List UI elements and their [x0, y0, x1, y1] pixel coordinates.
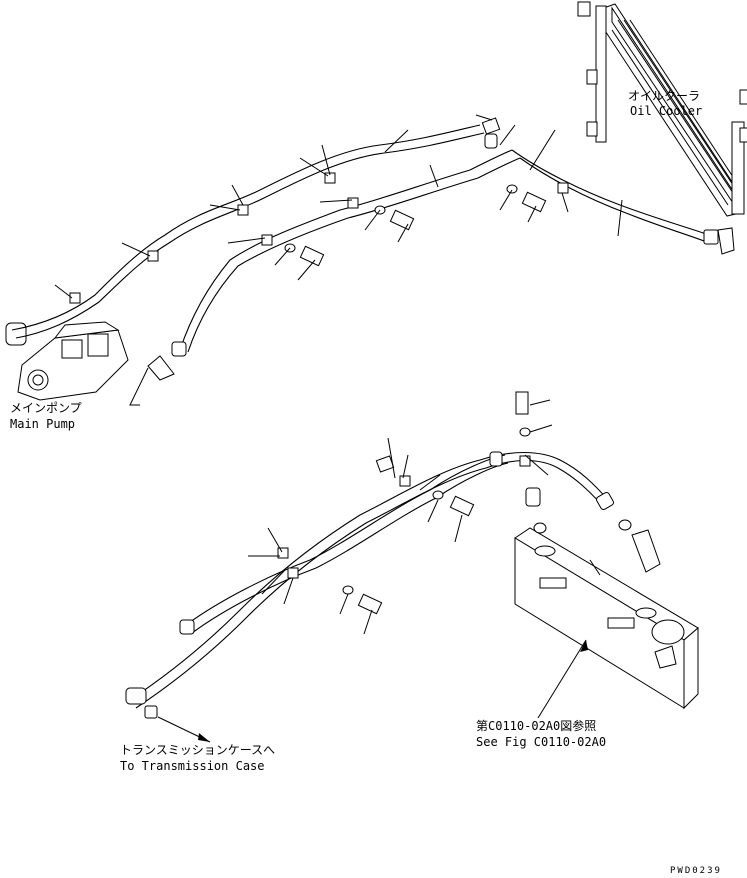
main-pump-label-jp: メインポンプ — [10, 401, 82, 415]
oil-tank — [514, 527, 699, 710]
upper-hoses — [11, 117, 719, 406]
lower-clamps — [277, 455, 531, 579]
see-fig-label-en: See Fig C0110-02A0 — [476, 735, 607, 749]
lower-hoses — [125, 451, 614, 719]
transmission-label-jp: トランスミッションケースへ — [120, 743, 276, 757]
oil-cooler-label-en: Oil Cooler — [630, 104, 703, 118]
upper-leaders — [54, 114, 623, 299]
upper-clamps — [69, 172, 569, 304]
oil-cooler — [577, 1, 747, 255]
oil-cooler-label-jp: オイルクーラ — [628, 89, 701, 103]
upper-fasteners — [284, 184, 547, 267]
drawing-code: PWD0239 — [670, 866, 722, 876]
main-pump-label-en: Main Pump — [10, 417, 76, 431]
reference-arrows — [157, 639, 588, 743]
lower-fasteners — [342, 391, 632, 615]
transmission-label-en: To Transmission Case — [120, 759, 265, 773]
lower-leaders — [248, 399, 601, 635]
see-fig-label-jp: 第C0110-02A0図参照 — [476, 719, 597, 733]
main-pump — [5, 321, 129, 401]
